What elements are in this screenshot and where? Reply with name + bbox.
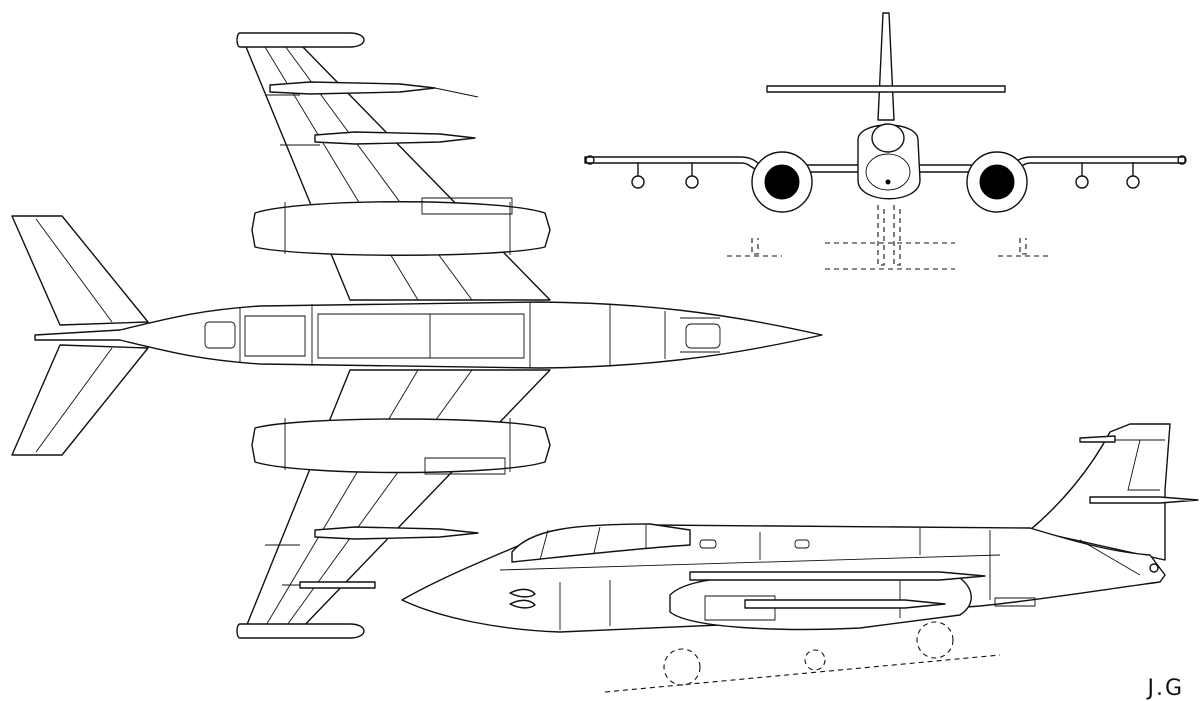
side-view bbox=[402, 424, 1198, 692]
artist-initials: J.G bbox=[1147, 676, 1184, 701]
plan-fuselage bbox=[35, 302, 822, 368]
front-view bbox=[585, 13, 1186, 269]
plan-upper-wing bbox=[244, 42, 550, 300]
plan-tailplane bbox=[12, 216, 148, 455]
plan-view bbox=[12, 33, 822, 638]
plan-engine-nacelles bbox=[252, 198, 550, 474]
plan-stores bbox=[237, 33, 478, 638]
